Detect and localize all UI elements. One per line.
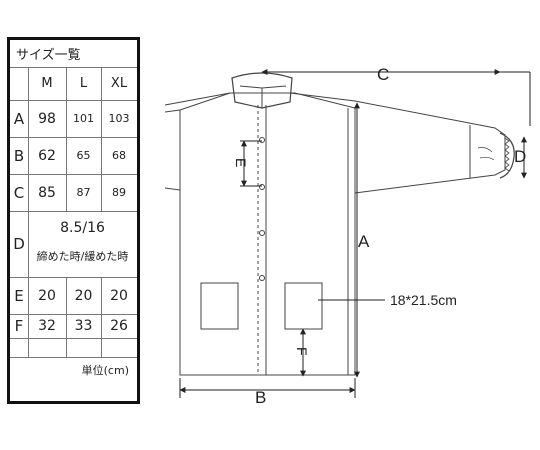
- row-label: E: [14, 286, 24, 305]
- table-row: D 8.5/16 締めた時/緩めた時: [10, 211, 137, 278]
- table-row: A 98 101 103: [10, 100, 137, 138]
- cell-value: 98: [38, 110, 56, 127]
- cell-note: 締めた時/緩めた時: [36, 250, 129, 263]
- row-label: D: [13, 235, 25, 253]
- table-row: C 85 87 89: [10, 174, 137, 212]
- size-table: サイズ一覧 M L XL A 98 101 103 B 62 65 68 C 8…: [7, 37, 140, 404]
- right-sleeve: [289, 92, 506, 194]
- label-d: D: [514, 147, 526, 166]
- table-row: B 62 65 68: [10, 137, 137, 175]
- header-l: L: [79, 76, 88, 91]
- cell-value: 20: [74, 287, 93, 304]
- table-row: E 20 20 20: [10, 277, 137, 315]
- jacket-diagram: C A B D E F 18*21.5cm: [164, 65, 531, 407]
- table-header-row: M L XL: [10, 67, 137, 101]
- header-xl: XL: [110, 76, 128, 91]
- label-b: B: [255, 388, 266, 407]
- cell-value: 87: [76, 186, 91, 199]
- cell-value: 85: [38, 184, 56, 201]
- row-label: A: [13, 109, 25, 128]
- table-row-empty: [10, 338, 137, 358]
- header-m: M: [41, 76, 53, 91]
- label-c: C: [377, 65, 389, 84]
- cell-value: 65: [76, 149, 91, 162]
- cell-value: 101: [73, 112, 94, 125]
- cell-value: 32: [38, 318, 56, 334]
- cell-value: 26: [110, 318, 128, 334]
- unit-label: 単位(cm): [81, 364, 129, 377]
- cell-value: 103: [108, 112, 130, 125]
- label-f: F: [294, 347, 310, 356]
- row-label: C: [13, 183, 25, 202]
- cell-value: 8.5/16: [60, 220, 105, 236]
- cell-value: 20: [38, 287, 56, 304]
- pocket-size-label: 18*21.5cm: [390, 292, 457, 308]
- table-row: F 32 33 26: [10, 314, 137, 339]
- left-pocket: [200, 282, 239, 330]
- label-e: E: [233, 158, 249, 167]
- cell-value: 62: [38, 147, 56, 164]
- label-a: A: [358, 232, 370, 251]
- table-unit-row: 単位(cm): [10, 357, 137, 401]
- jacket-body: [179, 92, 356, 376]
- cell-value: 68: [112, 149, 126, 162]
- right-pocket: [284, 282, 323, 330]
- table-title-row: サイズ一覧: [10, 40, 137, 68]
- table-title: サイズ一覧: [16, 48, 81, 63]
- row-label: B: [13, 146, 25, 165]
- left-sleeve: [164, 92, 231, 191]
- row-label: F: [14, 317, 24, 335]
- cell-value: 33: [74, 318, 93, 334]
- cuff: [499, 132, 515, 179]
- cell-value: 89: [112, 186, 126, 199]
- cell-value: 20: [110, 287, 128, 304]
